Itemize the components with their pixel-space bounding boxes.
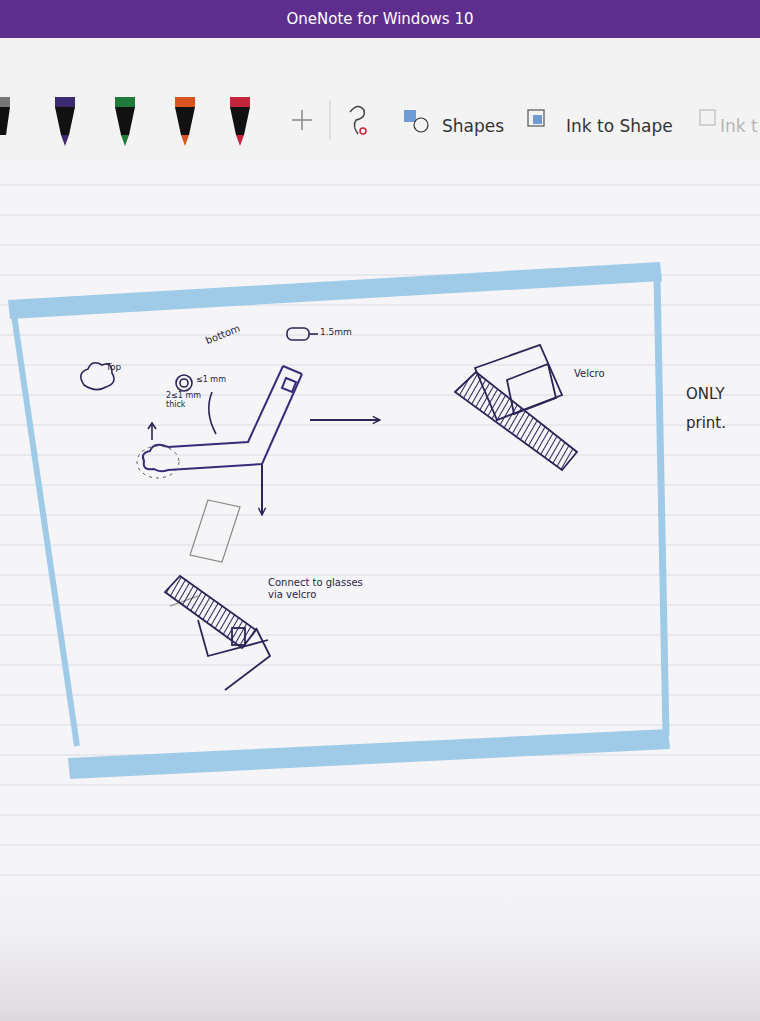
pen-tip: [61, 135, 69, 146]
sketch-arrow: [310, 419, 380, 421]
arm-outline: [168, 374, 302, 470]
lasso-icon: [360, 128, 366, 134]
pen-cap: [175, 97, 195, 107]
frame-top: [8, 262, 662, 319]
rule-line: [0, 515, 760, 516]
rule-line: [0, 185, 760, 186]
sketch-annotation: ≤1 mm: [196, 375, 226, 384]
sketch-group: Topbottom≤1 mm2≤1 mm thick1.5mm: [75, 325, 310, 465]
pen-cap: [55, 97, 75, 107]
pen-body: [230, 107, 250, 135]
toolbar: [0, 38, 760, 160]
sketch-annotation: Connect to glasses via velcro: [268, 577, 380, 600]
rule-line: [0, 335, 760, 336]
frame-left: [14, 315, 77, 746]
arm-slot: [232, 628, 245, 645]
sketch-annotation: 1.5mm: [320, 327, 352, 337]
arm-bulb: [143, 445, 168, 472]
toolbar-label: Shapes: [442, 110, 504, 142]
arm-outline: [283, 366, 302, 374]
side-note: ONLY print.: [686, 380, 756, 437]
pen-body: [55, 107, 75, 135]
rule-line: [0, 395, 760, 396]
toolbar-label: Ink to Shape: [566, 110, 673, 142]
spiral-part: [180, 379, 188, 387]
rule-line: [0, 785, 760, 786]
rule-line: [0, 845, 760, 846]
pen-cap: [115, 97, 135, 107]
small-arrow: [151, 424, 153, 440]
rule-line: [0, 695, 760, 696]
window-title: OneNote for Windows 10: [0, 10, 760, 28]
sketch-annotation: bottom: [204, 322, 242, 346]
pen-gallery: [0, 97, 250, 146]
sketch-arrow: [261, 465, 263, 515]
rule-line: [0, 455, 760, 456]
connect-sketch: [165, 500, 270, 690]
arm-slot: [282, 378, 296, 392]
rule-line: [0, 215, 760, 216]
spiral-part: [176, 375, 192, 391]
pen-cap: [0, 97, 10, 107]
rule-line: [0, 725, 760, 726]
pen-body: [175, 107, 195, 135]
ink-to-shape-icon: [528, 110, 544, 126]
pen-body: [0, 107, 10, 135]
small-arrow: [148, 423, 156, 429]
sketch-group: Velcro: [380, 355, 630, 485]
toolbar-separator: [330, 100, 331, 140]
ink-to-shape-icon: [533, 115, 542, 124]
pen-tip: [236, 135, 244, 146]
bulb-highlight: [137, 446, 179, 478]
frame-right: [657, 276, 666, 736]
arm-outline: [198, 620, 268, 656]
clip-part: [309, 333, 318, 335]
photo-fade-area: [0, 860, 760, 1021]
pen-tip: [181, 135, 189, 146]
ink-to-text-icon: [700, 110, 715, 125]
rule-line: [0, 425, 760, 426]
shapes-icon: [414, 118, 428, 132]
sketch-annotation: 2≤1 mm thick: [166, 391, 208, 409]
sketch-group: Connect to glasses via velcro: [150, 515, 410, 690]
velcro-strip: [165, 576, 256, 648]
arm-sketch: [81, 328, 318, 440]
add-pen-icon: [301, 110, 303, 130]
rule-line: [0, 605, 760, 606]
shapes-icon: [404, 110, 416, 122]
toolbar-label: Ink t: [720, 110, 758, 142]
rule-line: [0, 635, 760, 636]
velcro-sketch: [455, 345, 577, 470]
frame-bottom: [68, 729, 670, 779]
rule-line: [0, 575, 760, 576]
rule-line: [0, 485, 760, 486]
rule-line: [0, 815, 760, 816]
arm-outline: [225, 628, 270, 690]
arm-body: [137, 366, 302, 478]
sketch-annotation: Velcro: [574, 368, 605, 380]
sketch-annotation: Top: [106, 362, 121, 372]
leader-line: [209, 392, 216, 434]
glasses-arm: [190, 500, 240, 562]
pen-cap: [230, 97, 250, 107]
lasso-icon: [350, 106, 364, 134]
rule-line: [0, 545, 760, 546]
ruled-lines: [0, 185, 760, 875]
rule-line: [0, 665, 760, 666]
title-bar: [0, 0, 760, 38]
pen-tip: [121, 135, 129, 146]
rule-line: [0, 245, 760, 246]
page-area: [0, 160, 760, 1021]
pen-body: [115, 107, 135, 135]
velcro-strip: [455, 372, 577, 470]
clip-part: [287, 328, 309, 340]
